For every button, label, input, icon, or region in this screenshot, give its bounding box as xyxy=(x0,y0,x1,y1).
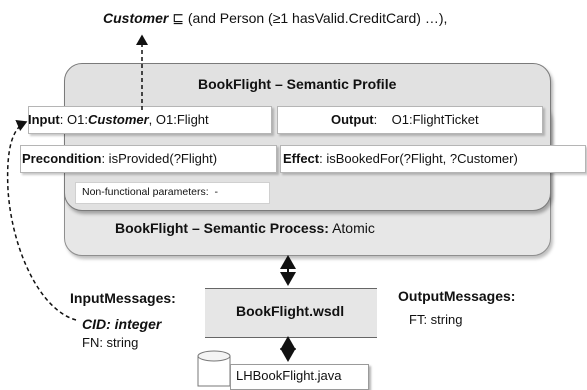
effect-label: Effect xyxy=(283,151,320,166)
output-box xyxy=(277,106,543,134)
output-messages-label: OutputMessages: xyxy=(398,288,516,304)
java-file-name: LHBookFlight.java xyxy=(236,368,342,383)
axiom-expression: (and Person (≥1 hasValid.CreditCard) …), xyxy=(187,10,448,26)
customer-axiom: Customer ⊑ (and Person (≥1 hasValid.Cred… xyxy=(103,10,447,27)
precondition-value: : isProvided(?Flight) xyxy=(101,151,218,166)
database-icon xyxy=(197,350,231,387)
input-label: Input xyxy=(28,112,60,127)
axiom-symbol: ⊑ xyxy=(172,10,184,26)
axiom-concept: Customer xyxy=(103,10,169,26)
precondition-label: Precondition xyxy=(22,151,102,166)
input-customer: Customer xyxy=(87,112,149,127)
input-text: Input: O1:Customer, O1:Flight xyxy=(28,112,209,127)
output-value: : O1:FlightTicket xyxy=(373,112,479,127)
precondition-text: Precondition: isProvided(?Flight) xyxy=(22,151,217,166)
output-message-ft: FT: string xyxy=(409,312,463,327)
input-messages-label: InputMessages: xyxy=(70,290,176,306)
process-title: BookFlight – Semantic Process: xyxy=(115,220,329,236)
effect-text: Effect: isBookedFor(?Flight, ?Customer) xyxy=(283,151,518,166)
input-message-fn: FN: string xyxy=(82,335,139,350)
effect-value: : isBookedFor(?Flight, ?Customer) xyxy=(319,151,518,166)
output-label: Output xyxy=(331,112,374,127)
input-sep: : xyxy=(59,112,64,127)
input-message-cid: CID: integer xyxy=(82,316,162,332)
profile-title: BookFlight – Semantic Profile xyxy=(198,76,397,92)
nonfunctional-text: Non-functional parameters: - xyxy=(82,186,218,198)
input-ns: O1: xyxy=(67,112,88,127)
output-text: Output: O1:FlightTicket xyxy=(331,112,479,127)
effect-box xyxy=(280,145,586,173)
semantic-process-title: BookFlight – Semantic Process: Atomic xyxy=(115,220,375,236)
process-type: Atomic xyxy=(332,220,375,236)
input-rest: , O1:Flight xyxy=(148,112,209,127)
wsdl-name: BookFlight.wsdl xyxy=(236,303,345,319)
